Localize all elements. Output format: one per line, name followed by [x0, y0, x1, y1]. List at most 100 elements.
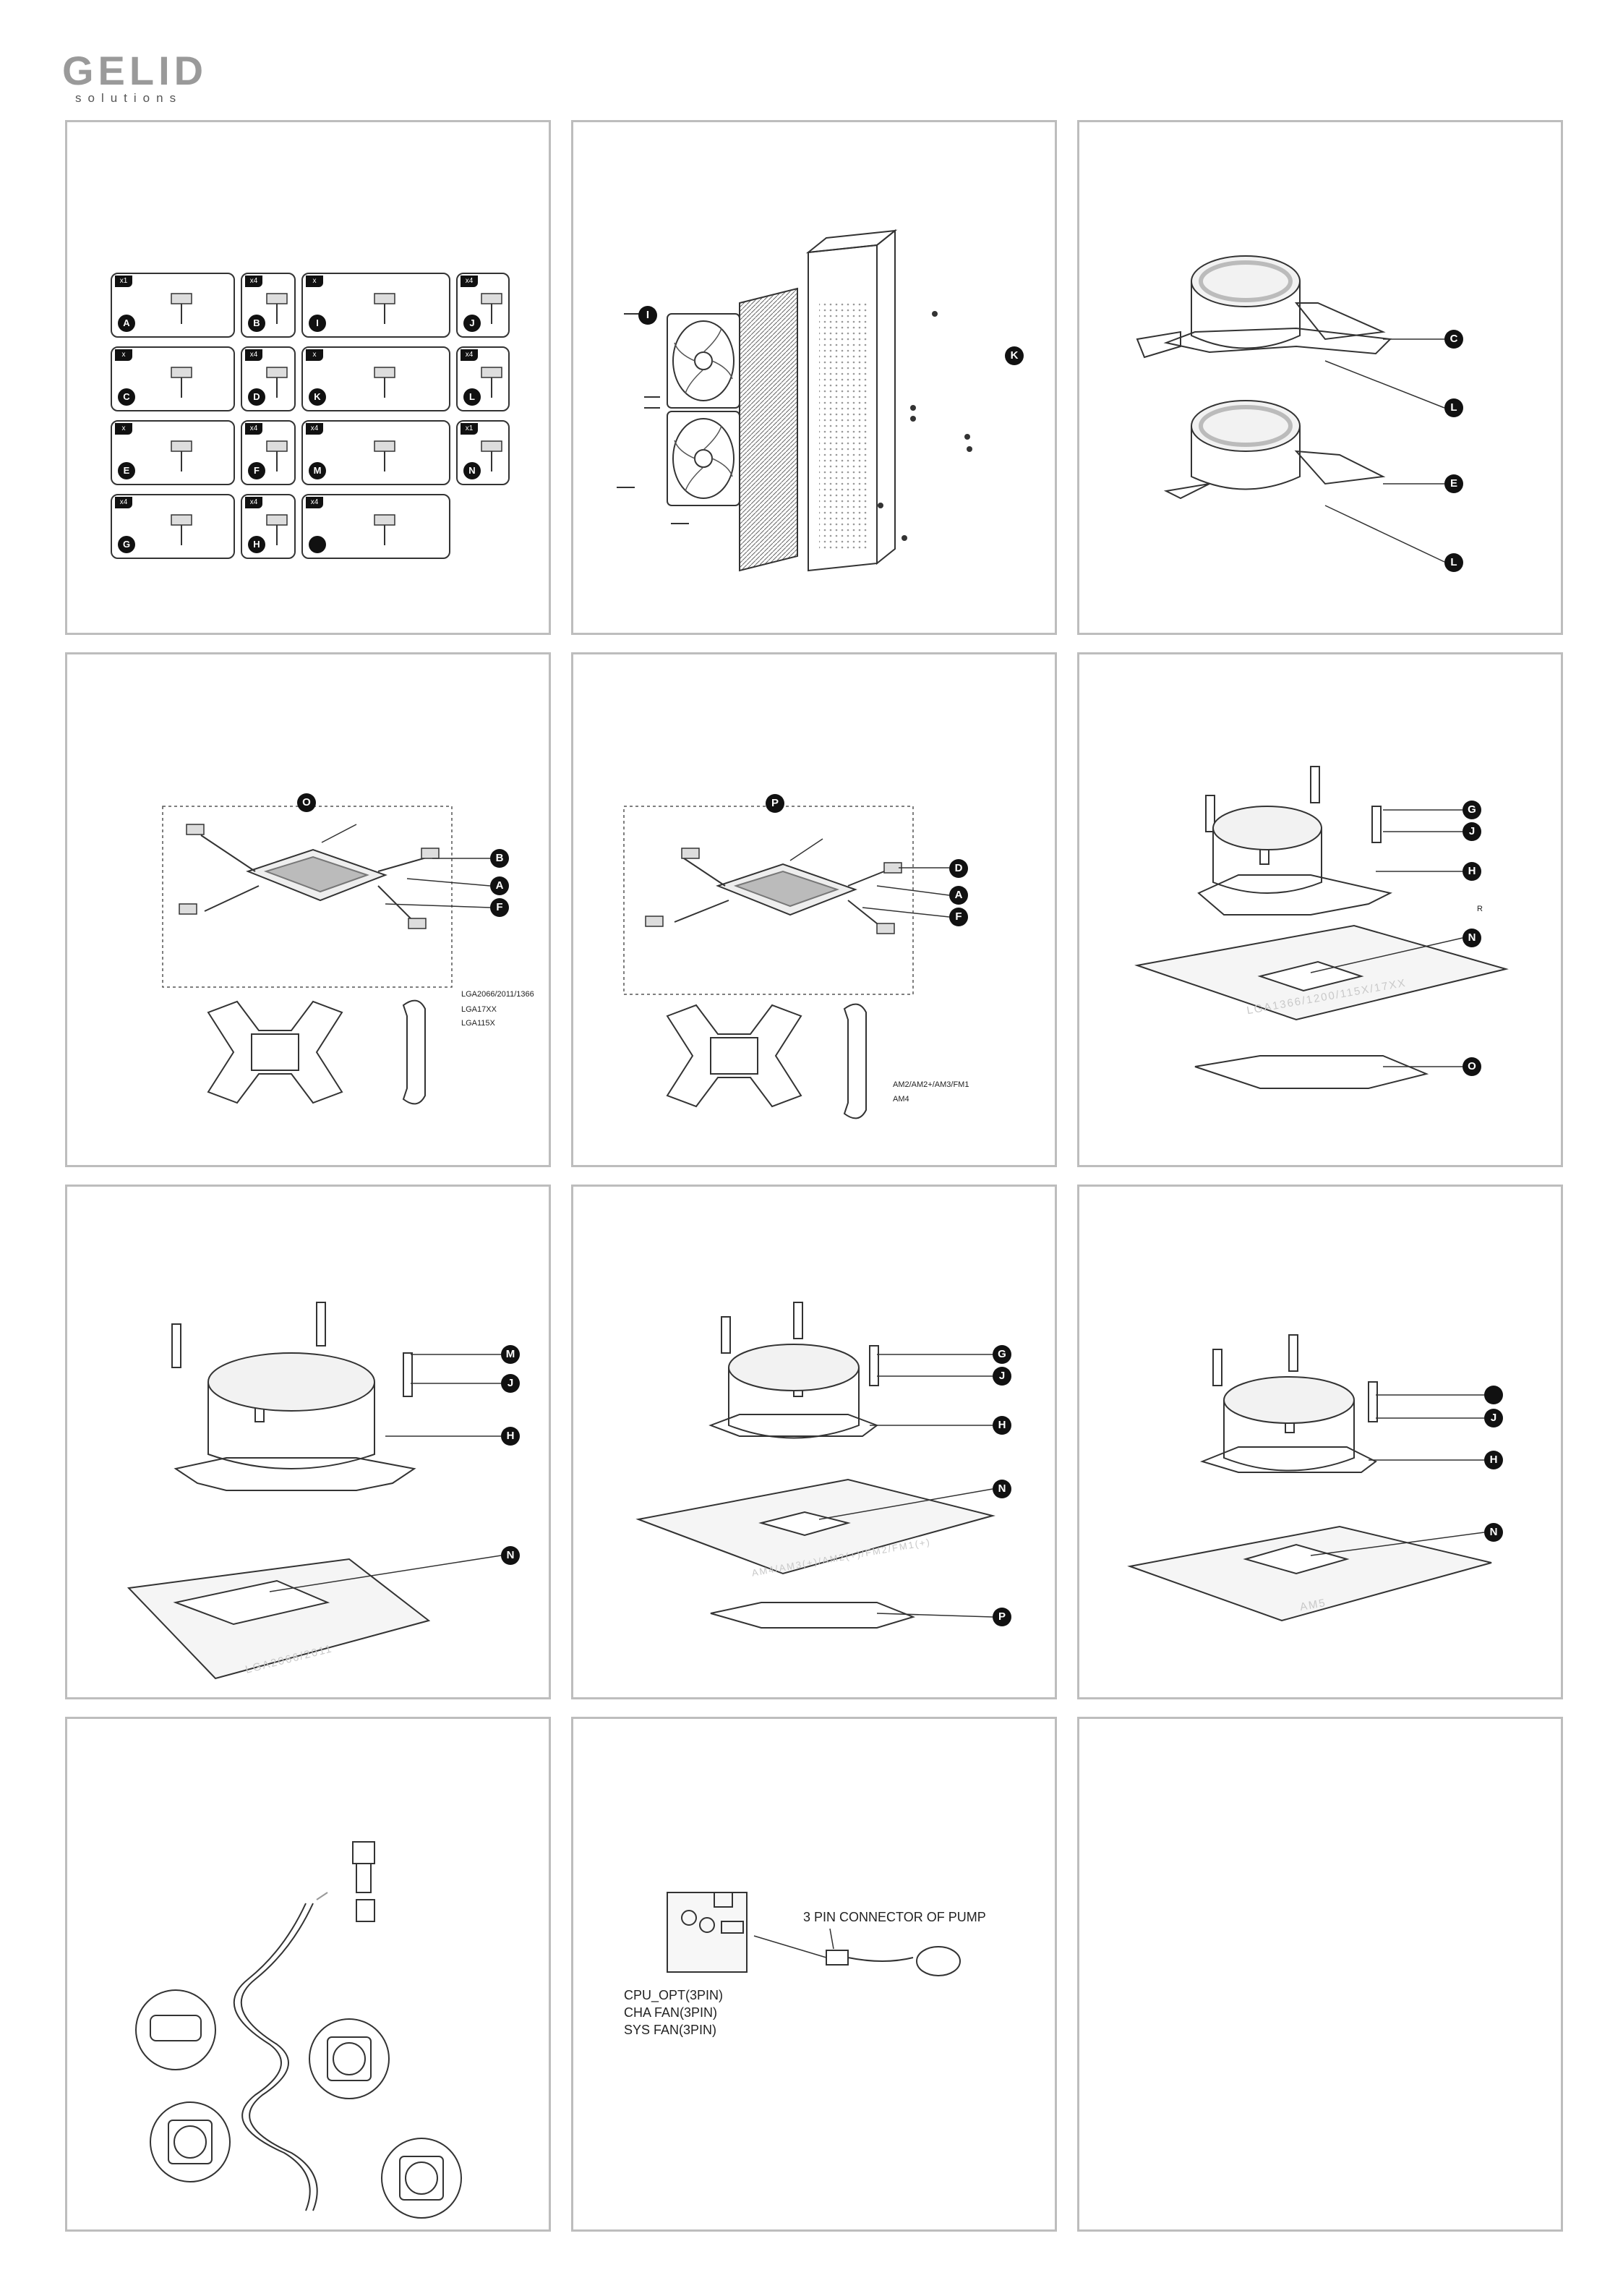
brand-tagline: solutions	[75, 91, 183, 105]
panel-am4-install: G J H N P AM4/AM3(+)/AM2(+)/FM2/FM1(+)	[571, 1185, 1057, 1699]
callout: J	[1484, 1409, 1503, 1427]
callout: H	[1484, 1451, 1503, 1469]
callout: A	[490, 876, 509, 895]
part-drawing	[374, 440, 395, 471]
callout: H	[993, 1416, 1011, 1435]
header-label: CPU_OPT(3PIN)	[624, 1988, 724, 2002]
callout: P	[766, 794, 784, 813]
callout: L	[1444, 553, 1463, 572]
part-letter: K	[309, 388, 326, 406]
callout: C	[1444, 330, 1463, 349]
part-quantity: x	[306, 349, 323, 361]
pump-bracket-illustration	[1136, 255, 1445, 563]
callout: I	[638, 306, 657, 325]
callout: G	[993, 1345, 1011, 1364]
part-letter: G	[118, 536, 135, 553]
part-letter: N	[463, 462, 481, 479]
callout: H	[1463, 862, 1481, 881]
callout: J	[1463, 822, 1481, 841]
panel-pump-brackets: C L E L	[1077, 120, 1563, 635]
callout: J	[501, 1374, 520, 1393]
part-quantity: x4	[245, 423, 262, 435]
bracket-label: AM4	[893, 1095, 909, 1104]
callout: P	[993, 1608, 1011, 1626]
part-quantity: x	[115, 349, 132, 361]
brand-name: GELID	[62, 48, 208, 93]
gelid-logo: GELID solutions	[62, 51, 207, 108]
pump-connector-label: 3 PIN CONNECTOR OF PUMP	[803, 1910, 986, 1924]
am5-install-illustration	[1127, 1334, 1492, 1622]
callout: A	[949, 886, 968, 905]
pump-connector-illustration	[667, 1892, 961, 1976]
amd-backplate-illustration	[623, 806, 950, 1119]
part-quantity: x	[115, 423, 132, 435]
radiator-illustration	[617, 229, 972, 572]
callout: F	[949, 908, 968, 926]
callout: H	[501, 1427, 520, 1446]
callout	[1484, 1386, 1503, 1404]
part-letter: J	[463, 315, 481, 332]
lga2066-install-illustration	[127, 1302, 502, 1680]
part-drawing	[374, 367, 395, 398]
callout: J	[993, 1367, 1011, 1386]
part-drawing	[171, 514, 192, 545]
part-drawing	[481, 293, 502, 324]
part-drawing	[266, 293, 288, 324]
header-label: SYS FAN(3PIN)	[624, 2023, 717, 2037]
panel-amd-backplate: P D A F AM2/AM2+/AM3/FM1 AM4	[571, 652, 1057, 1167]
callout: D	[949, 859, 968, 878]
callout: K	[1005, 346, 1024, 365]
panel-radiator-mount: I K	[571, 120, 1057, 635]
part-letter: H	[248, 536, 265, 553]
part-letter: L	[463, 388, 481, 406]
part-quantity: x4	[245, 349, 262, 361]
callout: B	[490, 849, 509, 868]
panel-pump-connector: 3 PIN CONNECTOR OF PUMP CPU_OPT(3PIN) CH…	[571, 1717, 1057, 2232]
part-quantity: x4	[461, 349, 478, 361]
callout: N	[501, 1546, 520, 1565]
part-drawing	[266, 440, 288, 471]
panel-fan-cable	[65, 1717, 551, 2232]
callout: N	[1463, 929, 1481, 947]
part-drawing	[374, 293, 395, 324]
callout: M	[501, 1345, 520, 1364]
callout: N	[1484, 1523, 1503, 1542]
part-letter: I	[309, 315, 326, 332]
part-quantity: x4	[245, 497, 262, 508]
panel-intel-backplate: O B A F LGA2066/2011/1366 LGA17XX LGA115…	[65, 652, 551, 1167]
callout: N	[993, 1480, 1011, 1498]
bracket-label: AM2/AM2+/AM3/FM1	[893, 1080, 969, 1089]
part-drawing	[266, 367, 288, 398]
part-letter	[309, 536, 326, 553]
part-quantity: x4	[461, 276, 478, 287]
part-drawing	[481, 440, 502, 471]
part-quantity: x	[306, 276, 323, 287]
part-quantity: x4	[245, 276, 262, 287]
part-letter: A	[118, 315, 135, 332]
part-quantity: x4	[306, 497, 323, 508]
callout: G	[1463, 801, 1481, 819]
part-drawing	[171, 293, 192, 324]
header-label: CHA FAN(3PIN)	[624, 2005, 718, 2020]
fan-cable-illustration	[135, 1841, 462, 2219]
part-letter: M	[309, 462, 326, 479]
part-drawing	[266, 514, 288, 545]
part-quantity: x1	[461, 423, 478, 435]
panel-empty	[1077, 1717, 1563, 2232]
am4-install-illustration	[635, 1302, 995, 1629]
panel-intel-install: G J H R N O LGA1366/1200/115X/17XX	[1077, 652, 1563, 1167]
intel-install-illustration	[1134, 766, 1509, 1089]
r-label: R	[1477, 905, 1483, 913]
part-letter: B	[248, 315, 265, 332]
callout: O	[297, 793, 316, 812]
bracket-label: LGA17XX	[461, 1005, 497, 1014]
